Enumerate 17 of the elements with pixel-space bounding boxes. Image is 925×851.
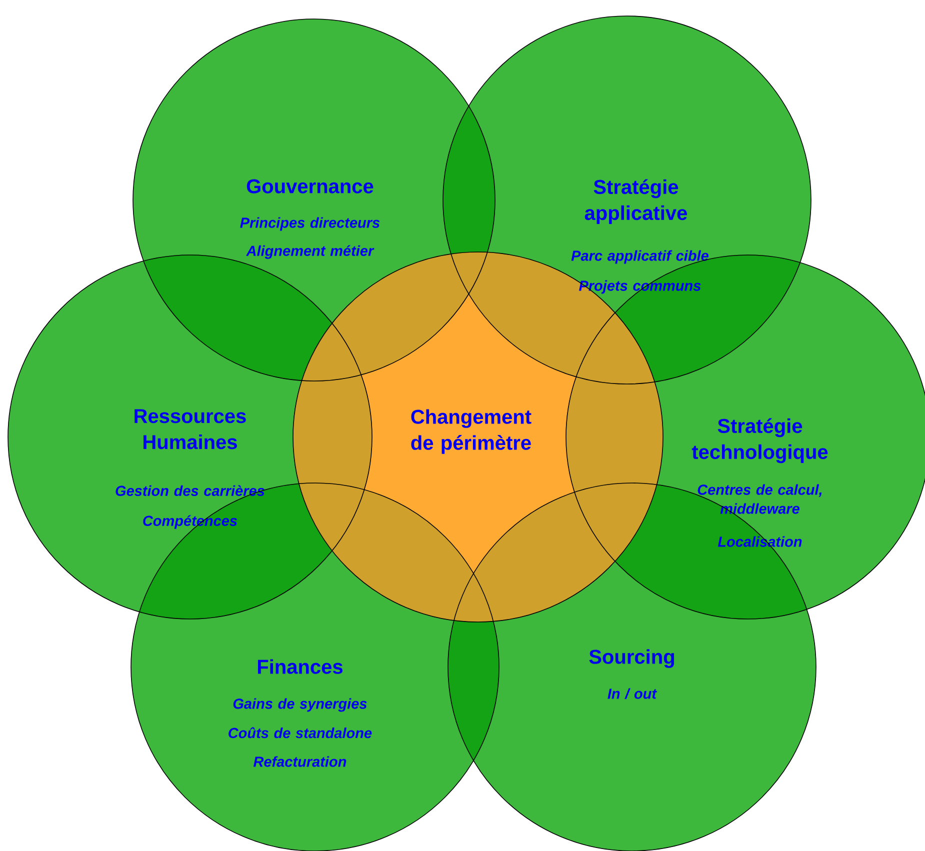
circle-title: Stratégie technologique	[692, 418, 828, 464]
circle-title: Finances	[258, 659, 343, 674]
circle-subtitle: Principes directeurs	[240, 217, 380, 231]
circle-title: Ressources Humaines	[134, 409, 246, 450]
venn-circle	[132, 18, 496, 382]
circle-subtitle: Gestion des carrières	[116, 485, 264, 496]
circle-subtitle: In / out	[608, 688, 658, 699]
circle-title: Sourcing	[589, 649, 674, 668]
circle-subtitle: Refacturation	[254, 756, 346, 767]
circle-title: Gouvernance	[246, 179, 374, 194]
circle-title: Stratégie applicative	[584, 179, 687, 224]
circle-subtitle: Coûts de standalone	[228, 727, 372, 738]
circle-title: Changement de périmètre	[411, 409, 532, 454]
circle-subtitle: Gains de synergies	[233, 698, 367, 712]
circle-subtitle: Parc applicatif cible	[571, 250, 708, 264]
venn-circle	[442, 16, 812, 384]
circle-subtitle: Alignement métier	[246, 245, 374, 259]
